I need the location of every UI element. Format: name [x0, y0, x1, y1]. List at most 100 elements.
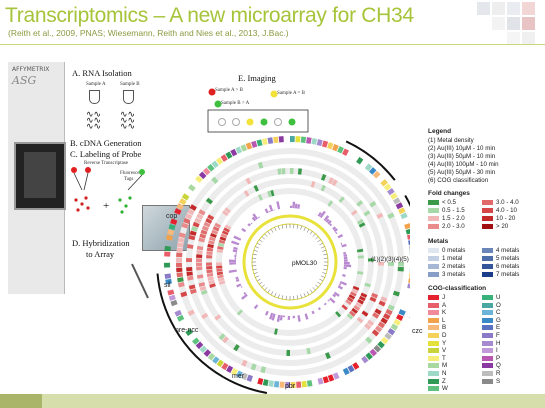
legend-swatch: [482, 302, 493, 308]
tick-mark: [312, 233, 316, 237]
expression-segment: [320, 184, 326, 192]
step-labeling: C. Labeling of Probe: [70, 149, 142, 159]
legend-swatch-label: A: [442, 301, 447, 309]
cog-segment: [207, 352, 216, 361]
tick-mark: [296, 224, 299, 229]
cog-segment: [380, 179, 388, 187]
expression-segment: [328, 177, 334, 185]
legend-swatch-label: 0.5 - 1.5: [442, 207, 465, 214]
cog-segment: [256, 139, 263, 147]
expression-segment: [387, 262, 394, 266]
cog-segment: [246, 374, 253, 382]
cog-segment: [347, 365, 355, 373]
expression-segment: [186, 258, 193, 262]
expression-segment: [196, 254, 203, 259]
cog-segment: [372, 170, 381, 179]
tick-mark: [270, 228, 274, 233]
cog-segment: [408, 245, 410, 251]
cog-segment: [285, 381, 290, 388]
cog-segment: [245, 142, 253, 150]
expression-segment: [189, 288, 197, 295]
metal-density-bar: [243, 291, 247, 295]
cog-segment: [352, 362, 360, 370]
legend-swatch: [428, 386, 439, 392]
legend-swatch-label: 3 metals: [442, 271, 466, 278]
cog-segment: [384, 332, 392, 340]
legend-swatch: [482, 355, 493, 361]
cog-segment: [342, 148, 349, 156]
expression-segment: [341, 304, 348, 311]
legend-swatch: [428, 256, 439, 261]
metal-density-bar: [269, 312, 274, 320]
cog-segment: [215, 157, 224, 165]
expression-segment: [198, 209, 206, 216]
cog-segment: [257, 377, 264, 385]
expression-segment: [201, 312, 209, 320]
tick-mark: [312, 287, 316, 291]
expression-segment: [176, 262, 183, 268]
cog-segment: [279, 381, 285, 388]
metal-density-bar: [235, 276, 239, 280]
expression-segment: [380, 317, 388, 325]
expression-segment: [217, 246, 224, 250]
tick-mark: [319, 278, 324, 282]
expression-segment: [189, 230, 197, 236]
cog-segment: [176, 203, 184, 210]
legend-swatch: [428, 264, 439, 269]
expression-segment: [369, 200, 377, 208]
legend-swatch: [428, 200, 439, 205]
metal-density-bar: [343, 259, 348, 262]
tick-mark: [281, 224, 284, 229]
expression-segment: [286, 349, 290, 356]
expression-segment: [206, 255, 213, 259]
expression-segment: [338, 196, 345, 203]
cog-segment: [192, 337, 200, 345]
metal-density-bar: [335, 289, 337, 292]
metal-density-bar: [251, 216, 257, 222]
metal-density-bar: [323, 215, 330, 222]
expression-segment: [198, 282, 206, 288]
cog-title: COG-classification: [428, 285, 487, 292]
tags-label: Tags: [124, 177, 134, 182]
metal-density-bar: [338, 283, 342, 286]
expression-segment: [177, 281, 185, 288]
expression-segment: [387, 212, 395, 219]
cog-segment: [356, 156, 364, 165]
expression-segment: [208, 240, 215, 245]
tick-mark: [274, 292, 277, 297]
expression-segment: [290, 168, 294, 175]
legend-item: (6) COG classification: [428, 177, 489, 184]
sample-b-label: Sample B: [120, 82, 140, 87]
metal-density-bar: [276, 201, 281, 210]
expression-segment: [207, 243, 214, 249]
legend-swatch: [482, 363, 493, 369]
legend-swatch: [482, 325, 493, 331]
expression-segment: [186, 244, 194, 249]
cog-segment: [408, 278, 410, 283]
legend-swatch-label: < 0.5: [442, 199, 456, 206]
expression-segment: [199, 285, 207, 292]
cog-segment: [300, 136, 307, 143]
cog-segment: [405, 228, 410, 235]
legend-swatch-label: 7 metals: [496, 271, 520, 278]
expression-segment: [218, 333, 226, 341]
legend-swatch-label: 6 metals: [496, 263, 520, 270]
expression-segment: [331, 179, 338, 187]
cog-segment: [164, 251, 171, 257]
step-cdna-generation: B. cDNA Generation: [70, 138, 142, 148]
cog-segment: [380, 336, 389, 345]
cog-segment: [398, 309, 406, 316]
chip-die: [14, 142, 66, 210]
cog-segment: [241, 372, 248, 380]
tick-mark: [296, 295, 299, 300]
expression-segment: [217, 274, 224, 279]
legend-swatch: [482, 248, 493, 253]
metal-density-bar: [290, 205, 293, 209]
expression-segment: [267, 190, 272, 198]
tick-mark: [320, 246, 325, 249]
expression-segment: [216, 271, 224, 276]
step-imaging: E. Imaging: [238, 73, 276, 83]
legend-swatch-label: R: [496, 370, 501, 377]
cog-segment: [221, 362, 229, 371]
tick-mark: [259, 239, 263, 243]
